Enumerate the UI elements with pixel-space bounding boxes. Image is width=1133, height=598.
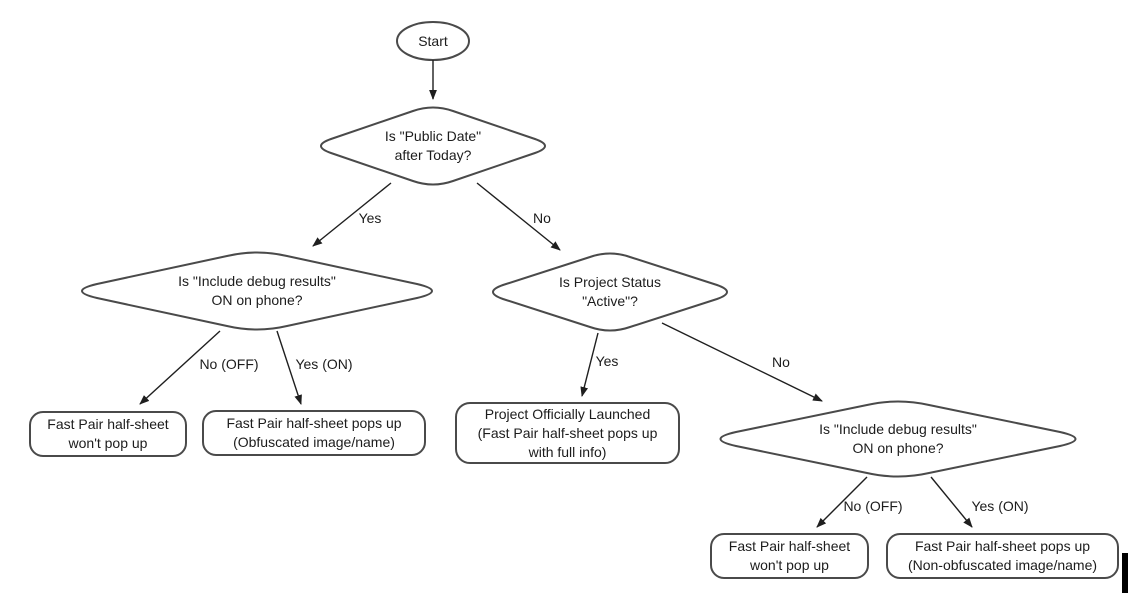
result-no-popup-right-shape: [710, 533, 869, 579]
decision-project-status-shape: [492, 252, 728, 332]
decision-debug-right-shape: [719, 400, 1077, 478]
decision-debug-left-shape: [81, 251, 433, 331]
decision-public-date-shape: [320, 106, 546, 186]
arrow-project-status-no: [661, 322, 823, 402]
result-obfuscated-shape: [202, 410, 426, 456]
result-no-popup-left-shape: [29, 411, 187, 457]
arrow-debug-right-yes: [930, 476, 973, 528]
arrow-debug-right-no: [816, 476, 868, 528]
text-cursor-artifact: [1122, 553, 1128, 593]
arrow-public-date-yes: [312, 182, 392, 247]
arrow-debug-left-no: [139, 330, 221, 405]
arrow-debug-left-yes: [276, 330, 302, 405]
arrow-project-status-yes: [580, 332, 599, 397]
result-launched-shape: [455, 402, 680, 464]
result-non-obfuscated-shape: [886, 533, 1119, 579]
arrow-public-date-no: [476, 182, 561, 251]
start-oval-shape: [396, 21, 470, 61]
